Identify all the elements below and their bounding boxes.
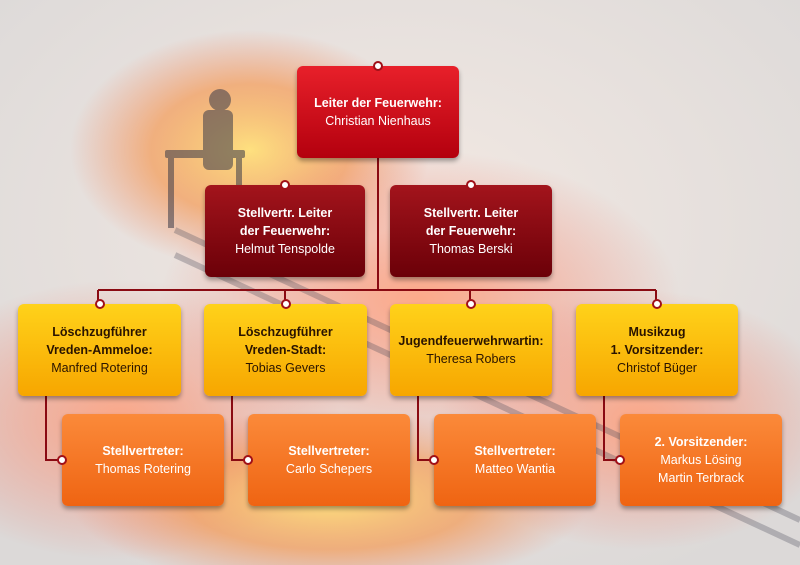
- node-jugendfeuerwehr: Jugendfeuerwehrwartin: Theresa Robers: [390, 299, 552, 396]
- node-stv-ammeloe: Stellvertreter: Thomas Rotering: [57, 414, 224, 506]
- connector-knob: [466, 299, 476, 309]
- node-title: Stellvertreter:: [102, 444, 184, 458]
- node-person: Thomas Rotering: [95, 462, 191, 476]
- node-loeschzug-stadt: Löschzugführer Vreden-Stadt: Tobias Geve…: [204, 299, 367, 396]
- node-stellvertreter-1: Stellvertr. Leiter der Feuerwehr: Helmut…: [205, 180, 365, 277]
- node-person: Matteo Wantia: [474, 462, 556, 476]
- node-title: Stellvertr. Leiter: [423, 206, 519, 220]
- connector-knob: [243, 455, 253, 465]
- connector-knob: [652, 299, 662, 309]
- node-title: Stellvertr. Leiter: [237, 206, 333, 220]
- node-musikzug-2: 2. Vorsitzender: Markus Lösing Martin Te…: [615, 414, 782, 506]
- connector-knob: [615, 455, 625, 465]
- node-loeschzug-ammeloe: Löschzugführer Vreden-Ammeloe: Manfred R…: [18, 299, 181, 396]
- node-title: Löschzugführer: [52, 325, 147, 339]
- node-title: 2. Vorsitzender:: [654, 435, 748, 449]
- node-person: Thomas Berski: [429, 242, 513, 256]
- connector-knob: [429, 455, 439, 465]
- node-stv-stadt: Stellvertreter: Carlo Schepers: [243, 414, 410, 506]
- node-person: Tobias Gevers: [245, 361, 326, 375]
- node-title: Vreden-Ammeloe:: [46, 343, 153, 357]
- node-stellvertreter-2: Stellvertr. Leiter der Feuerwehr: Thomas…: [390, 180, 552, 277]
- node-title: 1. Vorsitzender:: [610, 343, 704, 357]
- node-person: Markus Lösing: [660, 453, 742, 467]
- node-title: der Feuerwehr:: [239, 224, 331, 238]
- node-person: Christian Nienhaus: [325, 114, 431, 128]
- node-title: Vreden-Stadt:: [244, 343, 327, 357]
- connector-knob: [57, 455, 67, 465]
- node-title: Jugendfeuerwehrwartin:: [398, 334, 544, 348]
- node-person: Theresa Robers: [426, 352, 516, 366]
- node-person: Christof Büger: [617, 361, 697, 375]
- node-stv-jugend: Stellvertreter: Matteo Wantia: [429, 414, 596, 506]
- node-person: Manfred Rotering: [51, 361, 148, 375]
- node-person: Carlo Schepers: [285, 462, 373, 476]
- node-title: Löschzugführer: [238, 325, 333, 339]
- connector-knob: [466, 180, 476, 190]
- node-musikzug: Musikzug 1. Vorsitzender: Christof Büger: [576, 299, 738, 396]
- node-person: Martin Terbrack: [658, 471, 744, 485]
- node-title: Stellvertreter:: [474, 444, 556, 458]
- connector-knob: [280, 180, 290, 190]
- connector-knob: [373, 61, 383, 71]
- node-person: Helmut Tenspolde: [235, 242, 335, 256]
- node-title: der Feuerwehr:: [425, 224, 517, 238]
- node-leiter: Leiter der Feuerwehr: Christian Nienhaus: [297, 61, 459, 158]
- node-title: Stellvertreter:: [288, 444, 370, 458]
- connector-knob: [94, 299, 105, 309]
- node-title: Musikzug: [628, 325, 686, 339]
- node-title: Leiter der Feuerwehr:: [314, 96, 442, 110]
- connector-knob: [280, 299, 291, 309]
